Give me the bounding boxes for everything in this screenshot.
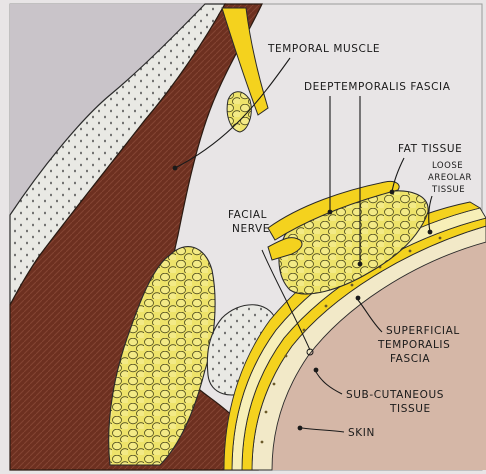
label-superficial-2: TEMPORALIS xyxy=(377,339,450,351)
label-facial-nerve-1: FACIAL xyxy=(228,209,267,221)
label-superficial-1: SUPERFICIAL xyxy=(386,325,460,337)
leader-dot-superficial xyxy=(356,296,361,301)
leader-dot-temporal-muscle xyxy=(173,166,178,171)
label-loose-areolar-2: AREOLAR xyxy=(428,173,472,183)
label-fat-tissue: FAT TISSUE xyxy=(398,143,462,155)
label-subcutaneous-2: TISSUE xyxy=(389,403,431,415)
label-skin: SKIN xyxy=(348,427,375,439)
label-subcutaneous-1: SUB-CUTANEOUS xyxy=(346,389,444,401)
label-temporal-muscle: TEMPORAL MUSCLE xyxy=(267,43,380,55)
label-deep-temporalis-fascia: DEEPTEMPORALIS FASCIA xyxy=(304,81,451,93)
label-superficial-3: FASCIA xyxy=(390,353,430,365)
leader-dot-skin xyxy=(298,426,303,431)
leader-dot-deep-2 xyxy=(358,262,363,267)
leader-dot-fat xyxy=(390,190,395,195)
label-facial-nerve-2: NERVE xyxy=(232,223,270,235)
leader-dot-deep-1 xyxy=(328,210,333,215)
leader-dot-loose xyxy=(428,230,433,235)
label-loose-areolar-3: TISSUE xyxy=(431,185,465,195)
leader-dot-subcutaneous xyxy=(314,368,319,373)
label-loose-areolar-1: LOOSE xyxy=(432,161,463,171)
